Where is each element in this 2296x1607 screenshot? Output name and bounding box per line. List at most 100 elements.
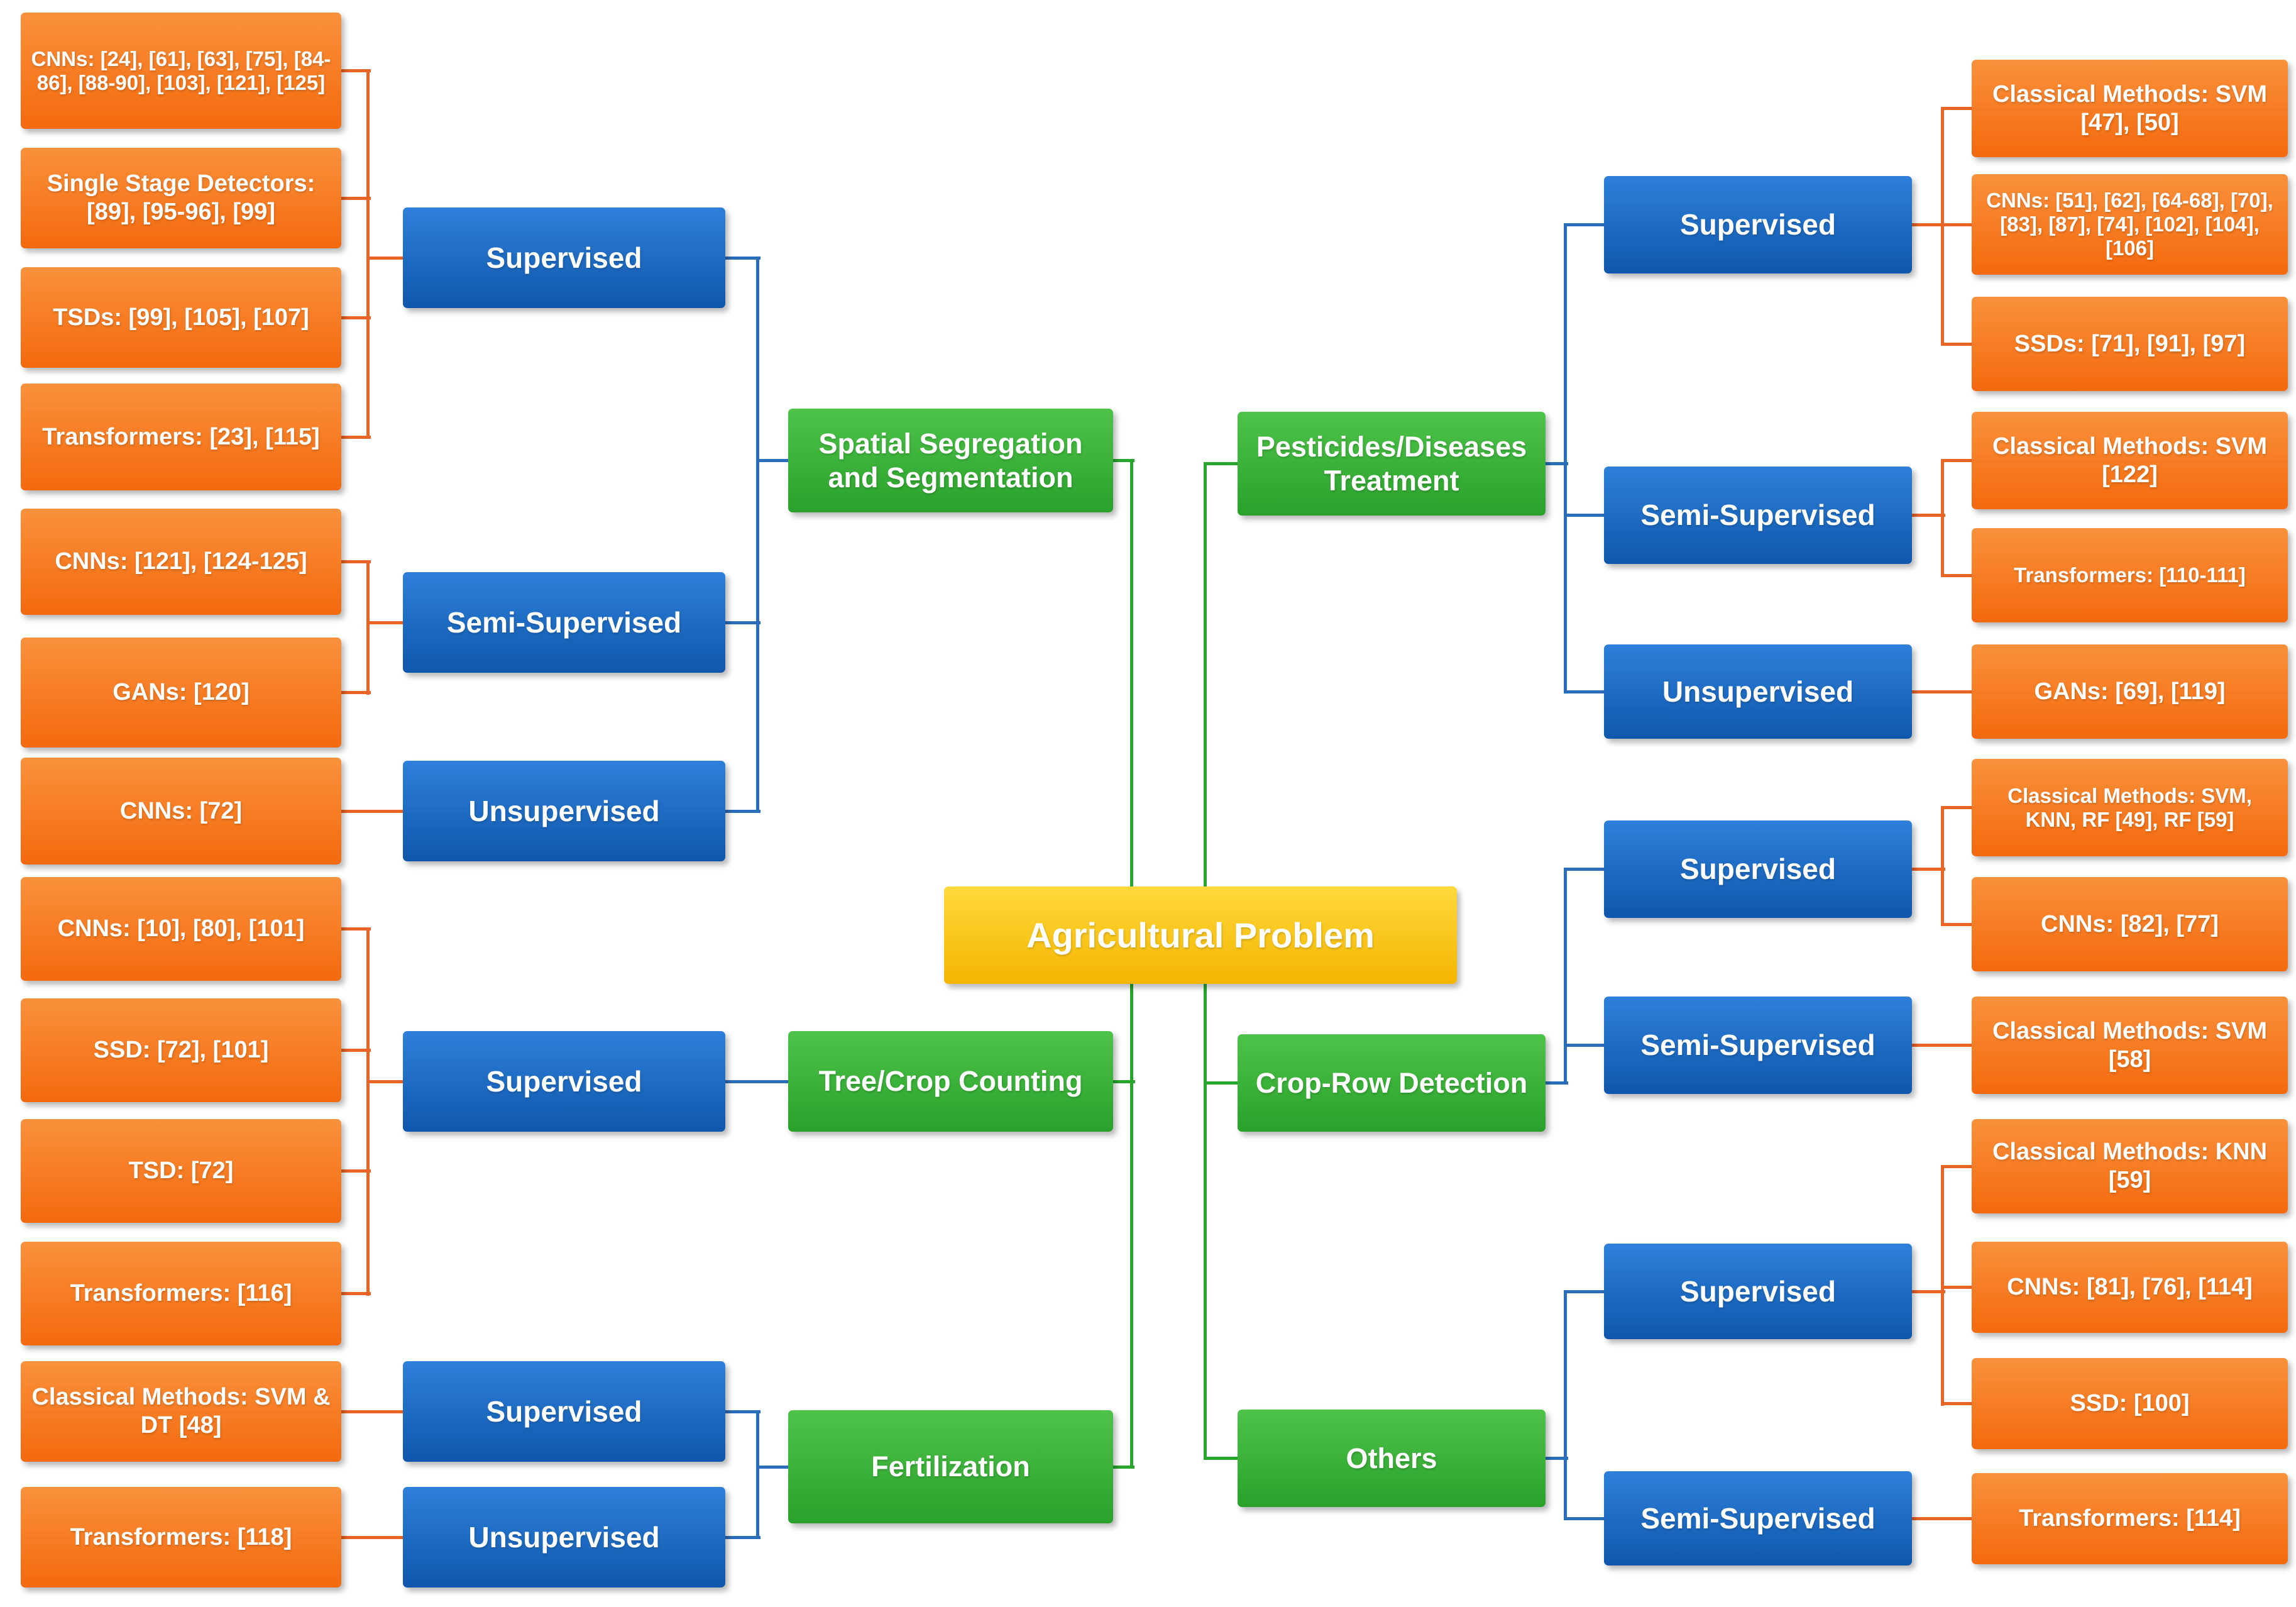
node-label: Semi-Supervised	[446, 605, 682, 639]
node-label: Fertilization	[871, 1450, 1030, 1483]
node-spatial-semi-gans: GANs: [120]	[21, 638, 341, 748]
node-label: CNNs: [121], [124-125]	[55, 548, 307, 575]
connector-line	[1565, 1044, 1607, 1047]
connector-line	[1564, 1457, 1567, 1520]
node-pest-semi-transformers: Transformers: [110-111]	[1972, 528, 2288, 622]
node-label: Classical Methods: SVM [58]	[1992, 1017, 2268, 1073]
node-label: CNNs: [72]	[119, 797, 243, 824]
node-label: TSDs: [99], [105], [107]	[53, 304, 309, 331]
node-label: Others	[1346, 1442, 1437, 1474]
connector-line	[1942, 1165, 1975, 1168]
connector-line	[1205, 1081, 1224, 1085]
connector-line	[368, 257, 406, 260]
connector-line	[1912, 514, 1945, 517]
node-label: SSD: [100]	[2070, 1390, 2190, 1417]
node-others: Others	[1238, 1410, 1546, 1507]
connector-line	[366, 927, 370, 1083]
node-label: Tree/Crop Counting	[818, 1065, 1083, 1097]
connector-line	[1942, 1044, 1975, 1047]
node-pest-sup-cnns: CNNs: [51], [62], [64-68], [70], [83], […	[1972, 174, 2288, 275]
node-spatial-semi-supervised: Semi-Supervised	[403, 572, 725, 673]
node-label: GANs: [120]	[113, 679, 250, 706]
node-label: Unsupervised	[1662, 675, 1854, 708]
connector-line	[725, 621, 761, 624]
node-tree-sup-ssd: SSD: [72], [101]	[21, 998, 341, 1102]
node-pest-sup-ssds: SSDs: [71], [91], [97]	[1972, 297, 2288, 391]
node-tree-supervised: Supervised	[403, 1031, 725, 1132]
node-label: Single Stage Detectors: [89], [95-96], […	[47, 170, 316, 225]
node-label: CNNs: [82], [77]	[2041, 910, 2219, 937]
connector-line	[366, 560, 370, 624]
connector-line	[366, 621, 370, 695]
node-label: Agricultural Problem	[1026, 915, 1375, 955]
connector-line	[366, 1049, 370, 1083]
node-label: Unsupervised	[468, 1520, 660, 1554]
node-label: CNNs: [81], [76], [114]	[2007, 1274, 2253, 1301]
node-others-sup-cnns: CNNs: [81], [76], [114]	[1972, 1242, 2288, 1333]
node-tree-sup-transformers: Transformers: [116]	[21, 1242, 341, 1345]
node-others-sup-ssd: SSD: [100]	[1972, 1358, 2288, 1449]
connector-line	[1564, 1290, 1567, 1461]
connector-line	[1565, 690, 1607, 693]
connector-line	[1565, 514, 1607, 517]
node-label: SSDs: [71], [91], [97]	[2014, 330, 2246, 357]
connector-line	[1942, 223, 1975, 226]
node-label: Supervised	[486, 1394, 642, 1428]
node-label: Supervised	[486, 1064, 642, 1098]
connector-line	[1942, 343, 1975, 346]
connector-line	[1942, 107, 1975, 110]
node-label: Classical Methods: SVM [122]	[1992, 433, 2268, 488]
node-pest-sup-classical: Classical Methods: SVM [47], [50]	[1972, 60, 2288, 157]
connector-line	[366, 69, 370, 260]
node-label: Transformers: [116]	[70, 1280, 292, 1307]
node-spatial-sup-ssd: Single Stage Detectors: [89], [95-96], […	[21, 148, 341, 248]
connector-line	[1546, 1457, 1568, 1460]
connector-line	[1912, 868, 1945, 871]
connector-line	[1942, 459, 1975, 462]
connector-line	[1941, 806, 1944, 871]
connector-line	[757, 1466, 791, 1469]
node-fert-supervised: Supervised	[403, 1361, 725, 1462]
connector-line	[1113, 1080, 1126, 1083]
node-label: Supervised	[486, 241, 642, 274]
node-label: GANs: [69], [119]	[2034, 678, 2226, 705]
node-pest-semi-supervised: Semi-Supervised	[1604, 467, 1912, 564]
node-label: Semi-Supervised	[1640, 1501, 1876, 1535]
node-tree-crop-counting: Tree/Crop Counting	[788, 1031, 1113, 1132]
node-fert-sup-classical: Classical Methods: SVM & DT [48]	[21, 1361, 341, 1462]
node-others-supervised: Supervised	[1604, 1244, 1912, 1339]
connector-line	[1942, 806, 1975, 809]
connector-line	[725, 1410, 761, 1413]
node-crop-sup-classical: Classical Methods: SVM, KNN, RF [49], RF…	[1972, 759, 2288, 856]
connector-line	[725, 1536, 761, 1539]
connector-line	[368, 1080, 406, 1083]
node-label: Classical Methods: SVM [47], [50]	[1992, 80, 2268, 136]
connector-line	[1941, 223, 1944, 346]
connector-line	[1123, 1080, 1135, 1083]
connector-line	[1205, 1457, 1241, 1460]
connector-line	[1942, 1286, 1975, 1289]
node-crop-sup-cnns: CNNs: [82], [77]	[1972, 877, 2288, 971]
connector-line	[341, 1292, 371, 1295]
connector-line	[725, 257, 761, 260]
connector-line	[1941, 107, 1944, 226]
connector-line	[368, 1536, 406, 1539]
node-pest-supervised: Supervised	[1604, 176, 1912, 273]
connector-line	[341, 1049, 371, 1052]
connector-line	[1912, 1517, 1945, 1520]
connector-line	[1912, 223, 1945, 226]
connector-line	[1941, 1165, 1944, 1293]
node-spatial-sup-cnns: CNNs: [24], [61], [63], [75], [84-86], […	[21, 13, 341, 129]
connector-line	[341, 560, 371, 563]
node-tree-sup-cnns: CNNs: [10], [80], [101]	[21, 877, 341, 981]
node-crop-row-detection: Crop-Row Detection	[1238, 1034, 1546, 1132]
node-label: Supervised	[1680, 853, 1836, 886]
connector-line	[1564, 868, 1567, 1085]
connector-line	[725, 1080, 761, 1083]
node-pesticides-diseases: Pesticides/Diseases Treatment	[1238, 412, 1546, 516]
connector-line	[1546, 1081, 1568, 1085]
connector-line	[757, 459, 791, 462]
node-pest-semi-classical: Classical Methods: SVM [122]	[1972, 412, 2288, 509]
connector-line	[366, 1080, 370, 1296]
node-label: CNNs: [24], [61], [63], [75], [84-86], […	[31, 47, 331, 94]
